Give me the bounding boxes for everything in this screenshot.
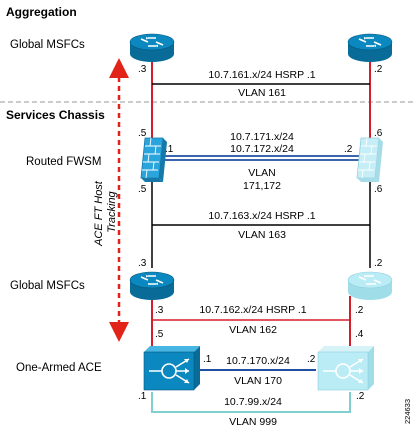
vlan162-subnet: 10.7.162.x/24 HSRP .1 — [199, 304, 306, 316]
row-label-routed-fwsm: Routed FWSM — [26, 156, 101, 168]
tracking-label-line-2: Tracking — [106, 190, 118, 232]
host-id: .1 — [138, 391, 147, 402]
host-id: .3 — [155, 305, 164, 316]
host-id: .3 — [138, 258, 147, 269]
vlan172-subnet: 10.7.172.x/24 — [230, 143, 294, 155]
vlan171-subnet: 10.7.171.x/24 — [230, 131, 294, 143]
row-label-global-msfcs-bottom: Global MSFCs — [10, 280, 85, 292]
router-icon — [347, 33, 393, 62]
host-id: .5 — [138, 128, 147, 139]
host-id: .2 — [356, 391, 365, 402]
firewall-icon — [356, 137, 383, 182]
firewall-icon — [140, 137, 167, 182]
section-heading-services-chassis: Services Chassis — [6, 108, 105, 122]
host-id: .4 — [355, 329, 364, 340]
host-id: .6 — [374, 184, 383, 195]
vlan161-subnet: 10.7.161.x/24 HSRP .1 — [208, 69, 315, 81]
vlan999-label: VLAN 999 — [229, 416, 277, 428]
vlan999-subnet: 10.7.99.x/24 — [224, 396, 282, 408]
tracking-label-line-1: ACE FT Host — [93, 180, 105, 247]
vlan161-label: VLAN 161 — [238, 87, 286, 99]
router-icon — [129, 271, 175, 300]
load-balancer-icon — [143, 346, 200, 391]
host-id: .5 — [155, 329, 164, 340]
host-id: .2 — [307, 354, 316, 365]
host-id: .1 — [203, 354, 212, 365]
host-id: .2 — [374, 64, 383, 75]
row-label-global-msfcs-top: Global MSFCs — [10, 39, 85, 51]
figure-id: 224633 — [403, 399, 412, 424]
host-id: .2 — [344, 144, 353, 155]
host-id: .6 — [374, 128, 383, 139]
vlan162-label: VLAN 162 — [229, 324, 277, 336]
router-icon — [129, 33, 175, 62]
host-id: .2 — [355, 305, 364, 316]
router-icon — [347, 271, 393, 300]
tracking-label: ACE FT Host Tracking — [93, 178, 118, 247]
vlan170-label: VLAN 170 — [234, 375, 282, 387]
row-label-one-armed-ace: One-Armed ACE — [16, 362, 102, 374]
vlan163-label: VLAN 163 — [238, 229, 286, 241]
host-id: .1 — [165, 144, 174, 155]
host-id: .2 — [374, 258, 383, 269]
host-id: .5 — [138, 184, 147, 195]
vlan163-subnet: 10.7.163.x/24 HSRP .1 — [208, 210, 315, 222]
vlan171-172-ids: 171,172 — [243, 180, 281, 192]
load-balancer-icon — [317, 346, 374, 391]
link-vlan999-line — [151, 392, 351, 413]
vlan170-subnet: 10.7.170.x/24 — [226, 355, 290, 367]
vlan171-172-label: VLAN — [248, 167, 275, 179]
host-id: .3 — [138, 64, 147, 75]
section-heading-aggregation: Aggregation — [6, 5, 77, 19]
